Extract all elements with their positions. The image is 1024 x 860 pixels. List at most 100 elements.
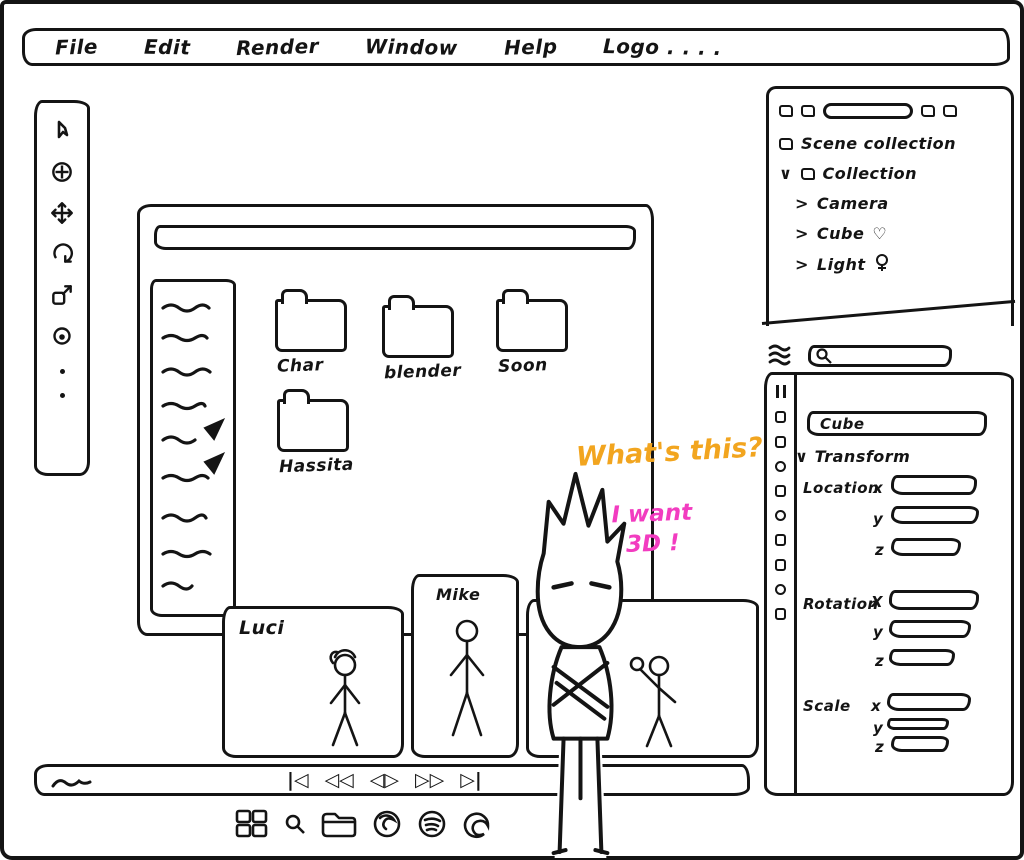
file-explorer-icon[interactable] <box>320 809 358 839</box>
folder-icon <box>388 295 415 310</box>
firefox-icon[interactable] <box>371 808 403 840</box>
menu-help[interactable]: Help <box>503 34 558 60</box>
search-input[interactable] <box>808 345 952 367</box>
scale-x-field[interactable] <box>887 693 971 711</box>
object-name-field[interactable]: Cube <box>807 411 987 436</box>
menu-render[interactable]: Render <box>236 33 320 61</box>
properties-tab-icon-square[interactable] <box>775 436 786 448</box>
outliner-box-icon[interactable] <box>921 105 935 117</box>
scene-collection-label: Scene collection <box>801 134 956 153</box>
folder-char[interactable]: Char <box>275 289 349 377</box>
toolbar-dot <box>59 393 65 398</box>
file-list-panel[interactable] <box>150 279 236 617</box>
jump-start-button[interactable]: |◁ <box>287 769 309 791</box>
outliner-row-scene-collection[interactable]: Scene collection <box>779 134 1003 153</box>
rotate-tool-icon[interactable] <box>48 240 76 268</box>
scale-label: Scale <box>803 697 851 715</box>
search-icon[interactable] <box>283 812 307 836</box>
camera-label: Camera <box>816 194 889 213</box>
transform-section-header[interactable]: ∨ Transform <box>795 447 910 466</box>
menu-window[interactable]: Window <box>365 34 459 60</box>
folder-name: Hassita <box>278 454 355 478</box>
properties-tab-icon-square[interactable] <box>775 534 786 546</box>
file-list-lines <box>153 282 233 614</box>
taskbar <box>234 808 493 840</box>
scale-z-field[interactable] <box>891 736 949 752</box>
rotation-y-field[interactable] <box>889 620 971 638</box>
card-title: Luci <box>239 617 285 639</box>
outliner-search-pill[interactable] <box>823 103 913 119</box>
properties-tab-icon-square[interactable] <box>775 485 786 497</box>
outliner-row-collection[interactable]: ∨ Collection <box>779 164 1003 183</box>
outliner-row-cube[interactable]: > Cube ♡ <box>779 224 1003 243</box>
expand-chevron-icon[interactable]: > <box>795 224 809 243</box>
card-luci[interactable]: Luci <box>222 606 404 758</box>
collection-label: Collection <box>822 164 918 183</box>
spotify-icon[interactable] <box>416 808 448 840</box>
play-reverse-forward-button[interactable]: ◁▷ <box>369 769 400 791</box>
rotation-z-field[interactable] <box>889 649 955 666</box>
rotation-x-field[interactable] <box>889 590 979 610</box>
viewport-header-bar <box>154 225 636 250</box>
folder-icon <box>283 389 310 404</box>
outliner-box-icon[interactable] <box>779 105 793 117</box>
properties-tab-icon-circle[interactable] <box>775 510 786 521</box>
timeline-bar[interactable]: |◁ ◁◁ ◁▷ ▷▷ ▷| <box>34 764 750 796</box>
rewind-button[interactable]: ◁◁ <box>324 769 354 791</box>
properties-tab-icon-square[interactable] <box>775 608 786 620</box>
rotation-z-axis-label: z <box>875 652 885 670</box>
location-z-field[interactable] <box>891 538 961 556</box>
expand-chevron-icon[interactable]: > <box>795 194 809 213</box>
properties-panel: Cube ∨ Transform Location x y z Rotation… <box>764 372 1014 796</box>
cursor-arrow-icon <box>205 454 223 473</box>
outliner-row-camera[interactable]: > Camera <box>779 194 1003 213</box>
location-label: Location <box>803 479 880 497</box>
stick-figure <box>438 615 496 751</box>
toolbar-dot <box>59 369 65 374</box>
folder-name: Char <box>276 355 324 377</box>
location-x-field[interactable] <box>891 475 977 495</box>
folder-hassita[interactable]: Hassita <box>277 389 354 477</box>
card-title: Mike <box>436 585 481 604</box>
windows-start-icon[interactable] <box>234 808 270 840</box>
properties-tab-strip <box>767 375 797 793</box>
card-mike[interactable]: Mike <box>411 574 519 758</box>
outliner-row-light[interactable]: > Light <box>779 254 1003 274</box>
properties-tab-icon-circle[interactable] <box>775 584 786 595</box>
select-cursor-tool-icon[interactable] <box>48 117 76 145</box>
hand-drawn-character <box>501 462 656 859</box>
folder-blender[interactable]: blender <box>382 295 462 383</box>
properties-tab-icon-circle[interactable] <box>775 461 786 472</box>
menu-edit[interactable]: Edit <box>143 34 191 60</box>
filter-icon[interactable] <box>767 342 793 368</box>
rotation-label: Rotation <box>803 595 879 613</box>
search-icon <box>815 347 833 365</box>
outliner-box-icon[interactable] <box>801 105 815 117</box>
expand-chevron-icon[interactable]: ∨ <box>779 164 793 183</box>
scale-x-axis-label: x <box>871 697 882 715</box>
outliner-box-icon[interactable] <box>943 105 957 117</box>
move-tool-icon[interactable] <box>48 199 76 227</box>
annotate-tool-icon[interactable] <box>48 322 76 350</box>
folder-soon[interactable]: Soon <box>496 289 570 377</box>
collection-icon <box>779 137 793 150</box>
fast-forward-button[interactable]: ▷▷ <box>415 769 445 791</box>
jump-end-button[interactable]: ▷| <box>460 769 482 791</box>
cursor-add-tool-icon[interactable] <box>48 158 76 186</box>
scale-z-axis-label: z <box>875 738 885 756</box>
scale-y-field[interactable] <box>887 718 949 730</box>
collapse-chevron-icon[interactable]: ∨ <box>795 447 809 466</box>
stick-figure-with-flower <box>621 642 693 754</box>
expand-chevron-icon[interactable]: > <box>795 254 809 274</box>
menu-file[interactable]: File <box>54 34 99 60</box>
edge-icon[interactable] <box>461 808 493 840</box>
stick-figure <box>313 645 377 753</box>
location-y-field[interactable] <box>891 506 979 524</box>
properties-tab-icon-pause-bars[interactable] <box>775 385 786 398</box>
properties-tab-icon-square[interactable] <box>775 411 786 423</box>
folder-name: Soon <box>497 355 549 377</box>
properties-tab-icon-square[interactable] <box>775 559 786 571</box>
rotation-y-axis-label: y <box>873 623 884 641</box>
scale-tool-icon[interactable] <box>48 281 76 309</box>
